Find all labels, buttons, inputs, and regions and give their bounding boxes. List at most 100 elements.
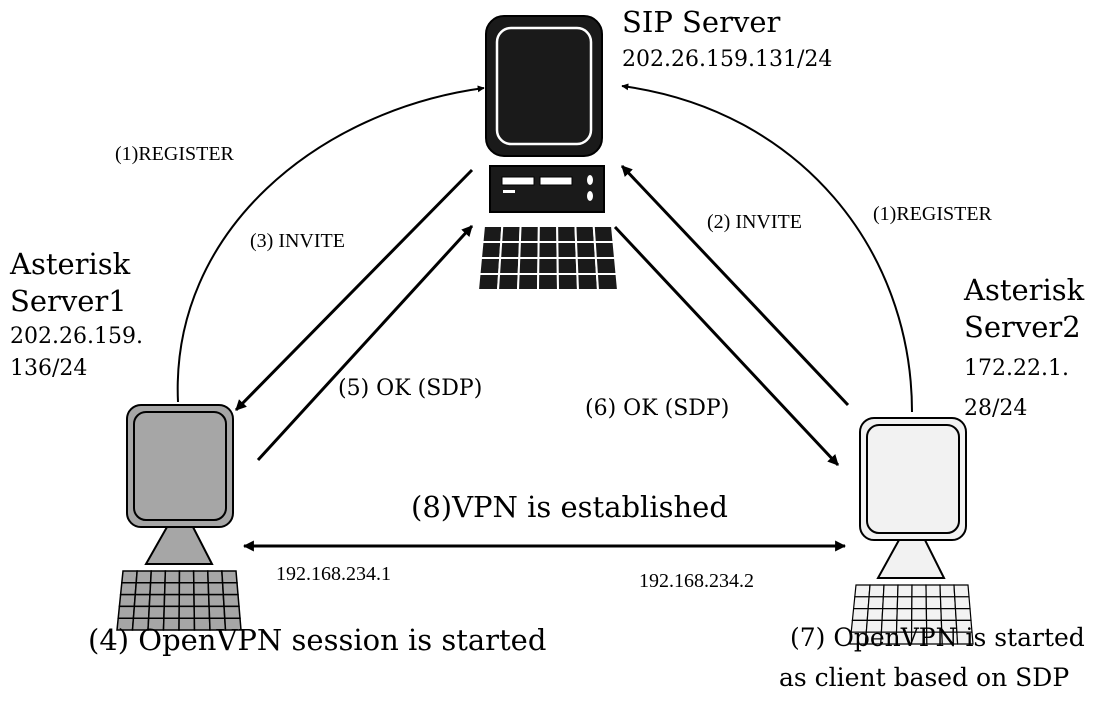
keyboard-key — [118, 593, 137, 608]
asterisk1-name-line1: Asterisk — [10, 247, 131, 281]
keyboard-key — [135, 570, 153, 584]
keyboard-key — [163, 593, 181, 608]
register-right-arrow — [621, 83, 913, 413]
keyboard-key — [498, 257, 521, 275]
invite3-arrow — [234, 168, 474, 412]
asterisk-server2-computer-icon — [849, 417, 974, 645]
ok5-arrow — [256, 224, 474, 462]
asterisk2-ip-line2: 28/24 — [964, 396, 1028, 421]
keyboard-key — [881, 607, 898, 622]
vpn-established-label: (8)VPN is established — [411, 490, 728, 524]
register-right-label: (1)REGISTER — [873, 203, 992, 225]
keyboard-key — [867, 596, 884, 610]
keyboard-key — [222, 593, 240, 608]
keyboard-key — [117, 605, 136, 619]
keyboard-key — [481, 225, 504, 243]
keyboard-key — [178, 570, 195, 584]
asterisk1-ip-line2: 136/24 — [10, 356, 88, 381]
keyboard-key — [953, 584, 970, 598]
keyboard-key — [221, 570, 238, 584]
keyboard-key — [896, 596, 913, 610]
keyboard-key — [882, 596, 899, 610]
keyboard-key — [193, 605, 211, 619]
register-left-label: (1)REGISTER — [115, 143, 234, 165]
keyboard-key — [592, 225, 615, 243]
keyboard-key — [866, 607, 884, 622]
keyboard-key — [911, 607, 928, 622]
asterisk2-ip-line1: 172.22.1. — [964, 356, 1069, 381]
keyboard-key — [595, 273, 620, 291]
keyboard-key — [954, 607, 972, 622]
ok5-label: (5) OK (SDP) — [338, 376, 483, 401]
keyboard-key — [476, 273, 501, 291]
keyboard-key — [852, 596, 870, 610]
keyboard-key — [911, 584, 927, 598]
keyboard-key — [496, 273, 520, 291]
keyboard-key — [911, 596, 927, 610]
caption-right-line1: (7) OpenVPN is started — [790, 623, 1085, 652]
keyboard-key — [206, 570, 224, 584]
keyboard-key — [223, 617, 242, 631]
keyboard-key — [576, 273, 600, 291]
keyboard-key — [134, 582, 152, 596]
keyboard-key — [221, 582, 239, 596]
sip-server-name: SIP Server — [622, 5, 781, 39]
keyboard-key — [120, 570, 138, 584]
keyboard-key — [896, 607, 913, 622]
keyboard-key — [223, 605, 241, 619]
keyboard-key — [133, 593, 151, 608]
keyboard-key — [208, 605, 226, 619]
keyboard-key — [207, 593, 225, 608]
keyboard-key — [556, 257, 579, 275]
keyboard-key — [954, 596, 971, 610]
keyboard-key — [575, 241, 597, 259]
caption-right-line2: as client based on SDP — [779, 663, 1070, 692]
keyboard-key — [940, 607, 957, 622]
keyboard-key — [939, 596, 957, 610]
register-left-arrow — [176, 85, 485, 403]
vpn-ip-left: 192.168.234.1 — [276, 563, 391, 585]
keyboard-key — [939, 584, 956, 598]
keyboard-key — [536, 273, 560, 291]
invite2-label: (2) INVITE — [707, 211, 802, 233]
asterisk2-name-line2: Server2 — [964, 310, 1081, 344]
keyboard-key — [518, 241, 540, 259]
keyboard-key — [518, 225, 540, 243]
keyboard-key — [868, 584, 885, 598]
sip-server-computer-icon — [476, 15, 620, 291]
keyboard-key — [148, 593, 166, 608]
keyboard-key — [925, 596, 942, 610]
keyboard-key — [178, 605, 196, 619]
keyboard-key — [593, 241, 617, 259]
keyboard-key — [854, 584, 871, 598]
invite2-arrow — [620, 164, 850, 407]
keyboard-key — [164, 570, 181, 584]
keyboard-key — [574, 225, 596, 243]
keyboard-key — [594, 257, 618, 275]
keyboard-key — [556, 273, 580, 291]
keyboard-key — [851, 607, 869, 622]
asterisk1-ip-line1: 202.26.159. — [10, 324, 143, 349]
invite3-label: (3) INVITE — [250, 230, 345, 252]
keyboard-key — [149, 570, 167, 584]
keyboard-key — [537, 225, 559, 243]
keyboard-key — [132, 605, 151, 619]
keyboard-key — [207, 582, 225, 596]
keyboard-key — [147, 605, 166, 619]
vpn-ip-right: 192.168.234.2 — [639, 570, 754, 592]
keyboard-key — [479, 241, 503, 259]
asterisk-server1-computer-icon — [116, 404, 242, 631]
keyboard-key — [192, 570, 209, 584]
keyboard-key — [575, 257, 598, 275]
asterisk1-name-line2: Server1 — [10, 284, 127, 318]
keyboard-key — [478, 257, 502, 275]
keyboard-key — [149, 582, 166, 596]
sip-server-ip: 202.26.159.131/24 — [622, 47, 833, 72]
caption-left: (4) OpenVPN session is started — [88, 623, 547, 657]
keyboard-key — [517, 257, 540, 275]
keyboard-key — [556, 225, 578, 243]
keyboard-key — [537, 241, 559, 259]
keyboard-key — [163, 582, 181, 596]
